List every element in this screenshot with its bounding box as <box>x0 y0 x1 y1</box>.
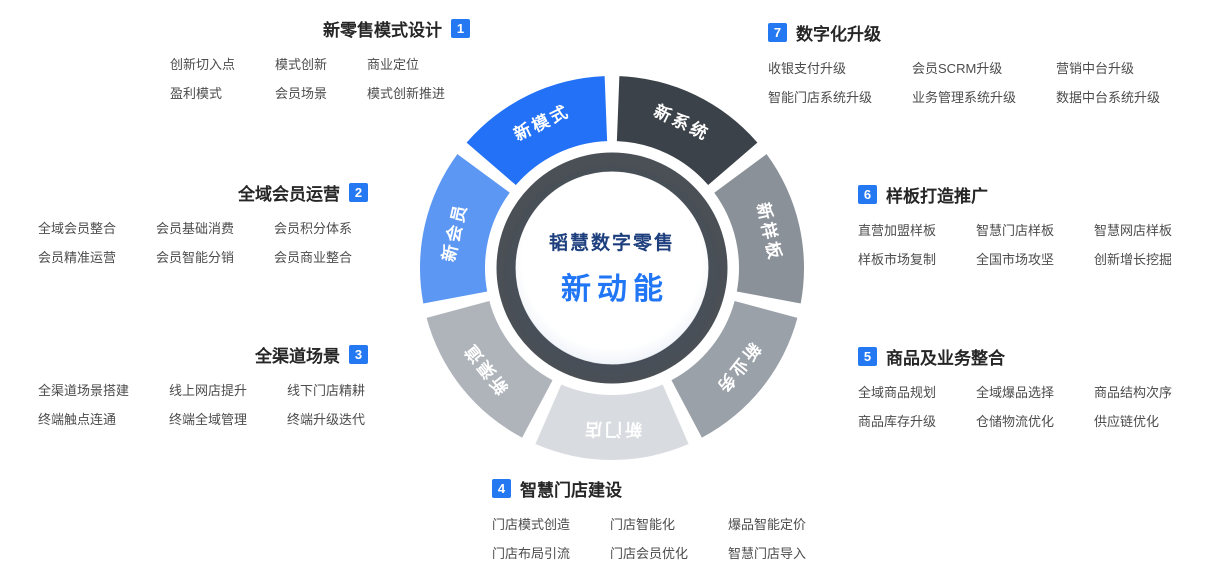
section-item: 全域商品规划 <box>858 385 937 400</box>
section-title: 全渠道场景 <box>255 347 340 366</box>
section-product-business-integration: 5 商品及业务整合 全域商品规划 全域爆品选择 商品结构次序商品库存升级 仓储物流优化… <box>858 344 1188 430</box>
section-digital-upgrade: 7 数字化升级 收银支付升级 会员SCRM升级 营销中台升级智能门店系统升级 业务管理… <box>768 20 1168 106</box>
section-item: 仓储物流优化 <box>976 414 1055 429</box>
wheel-segment <box>535 384 689 461</box>
section-item: 门店智能化 <box>610 517 676 532</box>
section-number-badge: 7 <box>768 23 787 42</box>
wheel-segment <box>714 154 805 304</box>
section-items: 收银支付升级 会员SCRM升级 营销中台升级智能门店系统升级 业务管理系统升级 数据中台… <box>768 58 1168 106</box>
section-item: 会员积分体系 <box>274 221 353 236</box>
section-item: 业务管理系统升级 <box>912 90 1017 105</box>
section-item: 全国市场攻坚 <box>976 252 1055 267</box>
section-heading: 新零售模式设计 1 <box>170 16 470 41</box>
section-item: 全域会员整合 <box>38 221 117 236</box>
section-member-operation: 全域会员运营 2 全域会员整合 会员基础消费 会员积分体系会员精准运营 会员智能分销 会… <box>38 180 368 266</box>
section-title: 全域会员运营 <box>238 185 340 204</box>
section-smart-store: 4 智慧门店建设 门店模式创造 门店智能化 爆品智能定价门店布局引流 门店会员优化 智慧… <box>492 476 822 562</box>
section-item: 智慧网店样板 <box>1094 223 1173 238</box>
section-items: 全渠道场景搭建 线上网店提升 线下门店精耕终端触点连通 终端全域管理 终端升级迭代 <box>38 380 368 428</box>
section-item: 爆品智能定价 <box>728 517 807 532</box>
section-item: 门店布局引流 <box>492 546 571 561</box>
section-title: 新零售模式设计 <box>323 21 442 40</box>
section-heading: 全渠道场景 3 <box>38 342 368 367</box>
section-item: 门店会员优化 <box>610 546 689 561</box>
section-number-badge: 1 <box>451 19 470 38</box>
section-item: 商业定位 <box>367 57 420 72</box>
section-items: 全域会员整合 会员基础消费 会员积分体系会员精准运营 会员智能分销 会员商业整合 <box>38 218 368 266</box>
section-item: 全域爆品选择 <box>976 385 1055 400</box>
section-items: 创新切入点 模式创新 商业定位盈利模式 会员场景 模式创新推进 <box>170 54 470 102</box>
section-item: 终端全域管理 <box>169 412 248 427</box>
section-item: 营销中台升级 <box>1056 61 1135 76</box>
section-title: 商品及业务整合 <box>886 349 1005 368</box>
section-item: 会员商业整合 <box>274 250 353 265</box>
section-item: 会员基础消费 <box>156 221 235 236</box>
section-new-retail-model-design: 新零售模式设计 1 创新切入点 模式创新 商业定位盈利模式 会员场景 模式创新推进 <box>170 16 470 102</box>
wheel-segment <box>419 154 510 304</box>
section-items: 直营加盟样板 智慧门店样板 智慧网店样板样板市场复制 全国市场攻坚 创新增长挖掘 <box>858 220 1188 268</box>
section-heading: 5 商品及业务整合 <box>858 344 1188 369</box>
section-item: 智能门店系统升级 <box>768 90 873 105</box>
section-omnichannel-scene: 全渠道场景 3 全渠道场景搭建 线上网店提升 线下门店精耕终端触点连通 终端全域管理 终… <box>38 342 368 428</box>
section-item: 智慧门店导入 <box>728 546 807 561</box>
section-title: 样板打造推广 <box>886 187 988 206</box>
section-item: 创新增长挖掘 <box>1094 252 1173 267</box>
section-number-badge: 3 <box>349 345 368 364</box>
section-item: 线上网店提升 <box>169 383 248 398</box>
section-items: 门店模式创造 门店智能化 爆品智能定价门店布局引流 门店会员优化 智慧门店导入 <box>492 514 822 562</box>
section-title: 数字化升级 <box>796 25 881 44</box>
section-number-badge: 4 <box>492 479 511 498</box>
section-item: 模式创新推进 <box>367 86 446 101</box>
section-model-promotion: 6 样板打造推广 直营加盟样板 智慧门店样板 智慧网店样板样板市场复制 全国市场攻坚 创… <box>858 182 1188 268</box>
section-item: 样板市场复制 <box>858 252 937 267</box>
section-number-badge: 2 <box>349 183 368 202</box>
section-item: 创新切入点 <box>170 57 236 72</box>
wheel-segment <box>466 76 608 186</box>
section-item: 收银支付升级 <box>768 61 847 76</box>
section-heading: 6 样板打造推广 <box>858 182 1188 207</box>
wheel-segment-label: 新门店 <box>582 420 642 440</box>
section-item: 会员智能分销 <box>156 250 235 265</box>
section-item: 会员SCRM升级 <box>912 61 1003 76</box>
section-item: 智慧门店样板 <box>976 223 1055 238</box>
section-item: 数据中台系统升级 <box>1056 90 1161 105</box>
section-item: 会员场景 <box>275 86 328 101</box>
section-items: 全域商品规划 全域爆品选择 商品结构次序商品库存升级 仓储物流优化 供应链优化 <box>858 382 1188 430</box>
hub-ring <box>496 152 728 384</box>
wheel-segment <box>426 300 553 438</box>
hub-disc <box>516 172 708 364</box>
section-heading: 7 数字化升级 <box>768 20 1168 45</box>
section-item: 供应链优化 <box>1094 414 1160 429</box>
section-number-badge: 6 <box>858 185 877 204</box>
section-item: 盈利模式 <box>170 86 223 101</box>
section-item: 商品库存升级 <box>858 414 937 429</box>
section-item: 直营加盟样板 <box>858 223 937 238</box>
strategy-wheel: 新系统新样板新业务新门店新渠道新会员新模式 韬慧数字零售 新动能 <box>412 68 812 468</box>
section-item: 全渠道场景搭建 <box>38 383 130 398</box>
section-item: 会员精准运营 <box>38 250 117 265</box>
section-item: 商品结构次序 <box>1094 385 1173 400</box>
section-item: 线下门店精耕 <box>287 383 366 398</box>
wheel-segment <box>616 76 758 186</box>
section-item: 终端触点连通 <box>38 412 117 427</box>
section-heading: 全域会员运营 2 <box>38 180 368 205</box>
section-item: 模式创新 <box>275 57 328 72</box>
section-number-badge: 5 <box>858 347 877 366</box>
section-title: 智慧门店建设 <box>520 481 622 500</box>
wheel-segment <box>671 300 798 438</box>
section-item: 终端升级迭代 <box>287 412 366 427</box>
section-item: 门店模式创造 <box>492 517 571 532</box>
section-heading: 4 智慧门店建设 <box>492 476 822 501</box>
